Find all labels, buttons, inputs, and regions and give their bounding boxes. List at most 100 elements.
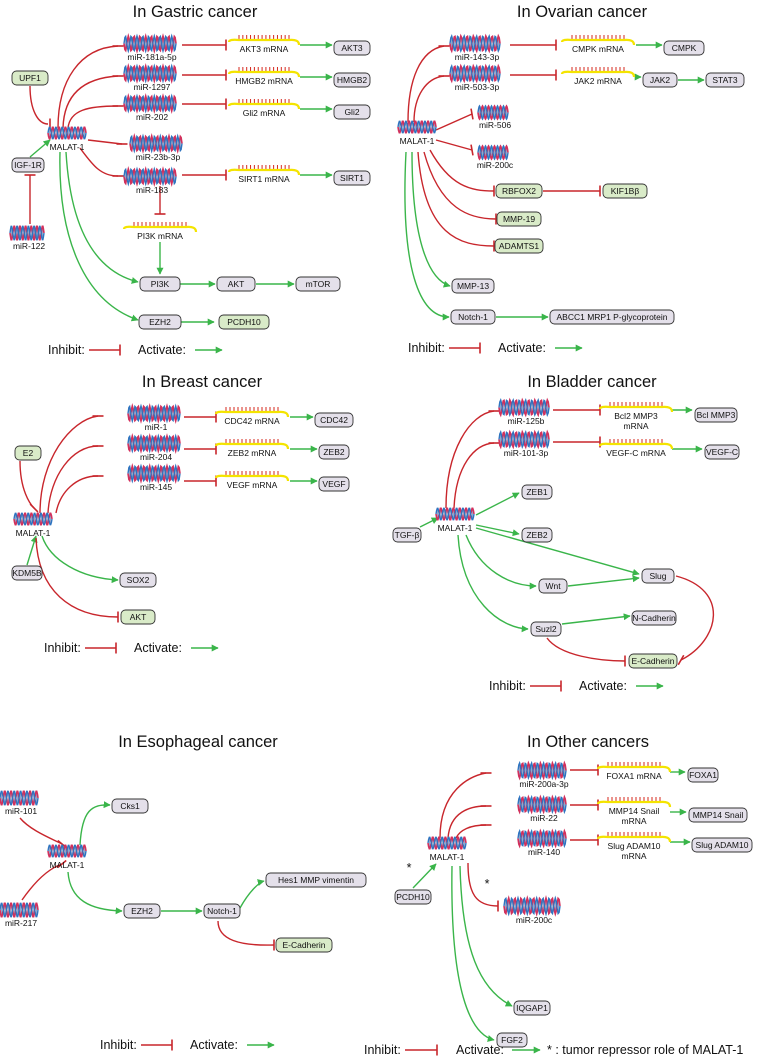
mir-140-rna-helix-icon [517,828,567,849]
mir-181a-5p-rna-helix-icon [123,32,177,55]
legend-inhibit: Inhibit: [48,343,85,357]
esophageal-title: In Esophageal cancer [118,733,278,751]
protein-node-sox2 [119,572,157,588]
protein-node-notch-1 [203,903,241,919]
inhibit-line [439,772,487,839]
mir-200c-rna-helix-icon [503,894,561,918]
mir-503-3p-rna-helix-icon [449,63,501,84]
protein-label-mtor: mTOR [306,279,331,289]
mirna-mir-200c: miR-200c [477,160,514,170]
inhibit-line [35,537,119,618]
protein-label-zeb2: ZEB2 [526,530,548,540]
mir-122-rna-helix-icon [9,225,45,241]
node-layer [0,32,753,1048]
inhibit-line [435,113,473,131]
inhibit-line [423,151,497,220]
activate-arrow [411,151,451,288]
protein-node-pi3k [139,276,181,292]
protein-label-mmp-13: MMP-13 [457,281,489,291]
mrna-label-line-1: Slug ADAM10 [608,841,661,851]
protein-label-cks1: Cks1 [120,801,140,811]
protein-label-adamts1: ADAMTS1 [499,241,539,251]
mirna-mir-145: miR-145 [140,482,172,492]
malat-1-label: MALAT-1 [50,142,85,152]
protein-label-notch-1: Notch-1 [458,312,488,322]
protein-label-stat3: STAT3 [712,75,737,85]
activate-arrow [59,151,139,322]
protein-label-zeb2: ZEB2 [323,447,345,457]
inhibit-line [19,460,35,509]
protein-node-igf-1r [11,157,45,173]
other-title: In Other cancers [527,733,649,751]
inhibit-line [445,410,495,509]
protein-node-akt [216,276,256,292]
protein-node-sirt1 [333,170,371,186]
protein-label-hes1-mmp-vimentin: Hes1 MMP vimentin [278,875,354,885]
protein-label-pi3k: PI3K [151,279,170,289]
activate-arrow [451,865,495,1042]
protein-node-kdm5b [11,565,43,581]
protein-label-akt3: AKT3 [341,43,363,53]
protein-node-mmp-19 [496,211,542,227]
mrna-foxa1-mrna [596,762,672,773]
mir-217-rna-helix-icon [0,902,39,918]
malat-1-rna-helix-icon [435,507,475,521]
mir-1-rna-helix-icon [127,402,181,425]
inhibit-line [29,85,49,125]
gastric-title: In Gastric cancer [133,3,258,21]
mir-202-rna-helix-icon [123,92,177,115]
protein-node-n-cadherin [631,610,677,626]
inhibit-line [39,415,99,514]
repressor-star: * [485,877,490,891]
protein-label-rbfox2: RBFOX2 [502,186,536,196]
mirna-mir-23b-3p: miR-23b-3p [136,152,181,162]
activate-arrow [79,801,111,846]
mirna-mir-217: miR-217 [5,918,37,928]
inhibit-bar [470,144,474,156]
protein-node-vegf [318,476,350,492]
activate-arrow [465,534,537,590]
activate-arrow [412,863,437,889]
mrna-label-gli2-mrna: Gli2 mRNA [243,108,286,118]
inhibit-line [407,45,445,123]
inhibit-bar [470,108,474,120]
mrna-pi3k-mrna [122,222,198,233]
protein-node-cmpk [663,40,705,56]
protein-label-akt: AKT [130,612,147,622]
legend-activate: Activate: [456,1043,504,1057]
protein-node-zeb2 [318,444,350,460]
mirna-mir-1: miR-1 [145,422,168,432]
protein-label-vegf: VEGF [322,479,345,489]
activate-arrow [419,517,439,528]
protein-node-e-cadherin [275,937,333,953]
protein-label-pcdh10: PCDH10 [227,317,261,327]
inhibit-line [413,75,445,123]
protein-node-rbfox2 [495,183,543,199]
protein-node-pcdh10 [218,314,270,330]
inhibit-line [467,862,499,907]
protein-node-jak2 [642,72,678,88]
inhibit-line [87,139,123,145]
protein-node-bcl-mmp3 [694,407,738,423]
mrna-slug-adam10-mrna [596,832,672,843]
inhibit-line [455,824,487,839]
connector-layer [19,39,715,1056]
mirna-mir-204: miR-204 [140,452,172,462]
protein-node-mmp14-snail [688,807,748,823]
protein-label-e-cadherin: E-Cadherin [283,940,326,950]
bladder-title: In Bladder cancer [527,373,657,391]
protein-node-slug [641,568,675,584]
protein-label-bcl-mmp3: Bcl MMP3 [697,410,736,420]
protein-node-cdc42 [314,412,354,428]
activate-arrow [26,535,38,566]
inhibit-line [21,863,63,901]
repressor-star: * [407,861,412,875]
protein-label-abcc1-mrp1-p-glycoprotein: ABCC1 MRP1 P-glycoprotein [556,312,667,322]
malat-1-label: MALAT-1 [438,523,473,533]
inhibit-line [417,151,495,247]
protein-label-wnt: Wnt [545,581,561,591]
mirna-mir-22: miR-22 [530,813,558,823]
inhibit-line [546,637,626,662]
mirna-mir-181a-5p: miR-181a-5p [127,52,176,62]
